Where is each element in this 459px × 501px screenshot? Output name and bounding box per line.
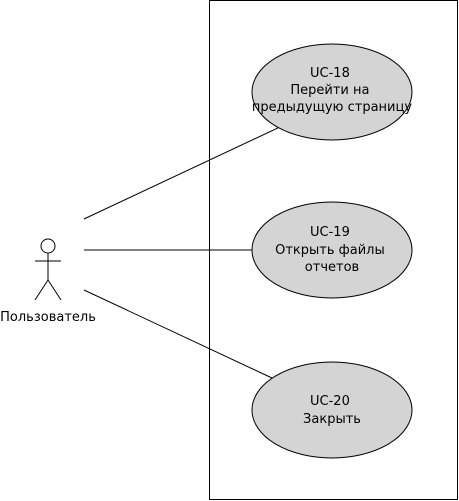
use-case-uc18-shape xyxy=(251,43,413,141)
use-case-uc18-id: UC-18 xyxy=(310,66,350,81)
use-case-uc20-id: UC-20 xyxy=(310,394,350,409)
use-case-uc18-title-line1: Перейти на xyxy=(290,83,369,98)
use-case-uc19-id: UC-19 xyxy=(310,225,350,240)
use-case-uc19-title-line2: отчетов xyxy=(305,260,359,275)
association-uc18 xyxy=(83,125,283,220)
use-case-uc18-title-line2: предыдущую страницу xyxy=(252,100,412,115)
use-case-uc20-shape xyxy=(251,361,413,459)
use-case-uc20[interactable]: UC-20 Закрыть xyxy=(251,361,413,459)
actor-label: Пользователь xyxy=(0,310,96,325)
use-case-uc19[interactable]: UC-19 Открыть файлы отчетов xyxy=(251,201,413,299)
use-case-uc19-title-line1: Открыть файлы xyxy=(275,243,385,258)
use-case-uc19-shape xyxy=(251,201,413,299)
association-uc20 xyxy=(83,289,273,379)
svg-text:UC-18 Перейти на п: UC-18 Перейти на предыдущую страницу xyxy=(252,66,412,115)
use-case-uc20-title-line1: Закрыть xyxy=(303,412,361,427)
svg-text:UC-19 Открыть файлы: UC-19 Открыть файлы отчетов xyxy=(275,225,389,275)
svg-text:UC-20 Закрыть: UC-20 Закрыть xyxy=(303,394,361,427)
actor-icon xyxy=(34,238,62,301)
use-case-uc18[interactable]: UC-18 Перейти на предыдущую страницу xyxy=(251,43,413,141)
